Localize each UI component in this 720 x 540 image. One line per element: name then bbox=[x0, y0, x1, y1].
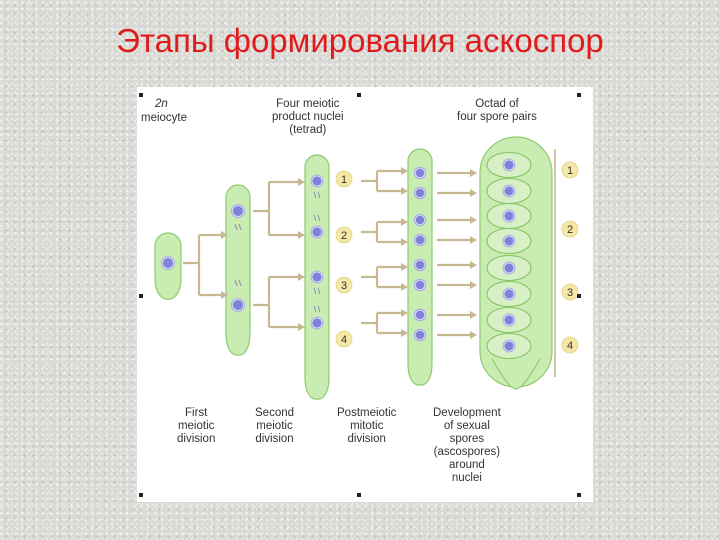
octad-number-badge-circle bbox=[561, 220, 579, 238]
nucleus-core bbox=[415, 188, 425, 198]
arrow-head bbox=[298, 178, 305, 186]
nucleus-core bbox=[504, 211, 514, 221]
tetrad-label: Four meiotic product nuclei (tetrad) bbox=[272, 98, 344, 136]
arrow-head bbox=[401, 263, 408, 271]
octad-label: Octad of four spore pairs bbox=[457, 98, 537, 123]
nucleus-core bbox=[504, 236, 514, 246]
chromosome-mark bbox=[234, 223, 242, 231]
nucleus-core bbox=[415, 310, 425, 320]
arrow-head bbox=[470, 331, 477, 339]
second-division-arrows-top bbox=[253, 180, 298, 237]
arrow-head bbox=[401, 187, 408, 195]
arrow-head bbox=[470, 189, 477, 197]
octad-number-badge: 2 bbox=[567, 224, 573, 236]
first-division-arrows bbox=[183, 233, 221, 297]
arrow-head bbox=[401, 283, 408, 291]
postmeiotic-arrows-1 bbox=[361, 169, 401, 193]
nucleus-core bbox=[233, 300, 243, 310]
second-meiotic-division-label: Second meiotic division bbox=[255, 407, 295, 445]
corner-marker bbox=[357, 493, 361, 497]
first-meiotic-division-label: First meiotic division bbox=[177, 407, 216, 445]
octad-number-badge-circle bbox=[561, 283, 579, 301]
nucleus-core bbox=[415, 215, 425, 225]
arrow-head bbox=[401, 218, 408, 226]
postmeiotic-arrows-4 bbox=[361, 311, 401, 335]
arrow-head bbox=[298, 323, 305, 331]
octad-number-badge-circle bbox=[561, 336, 579, 354]
arrow-head bbox=[470, 261, 477, 269]
chromosome-mark bbox=[234, 279, 242, 287]
ascospore-formation-diagram: 1 2 3 4 1 2 3 4 2n meiocyte Four meiotic produc… bbox=[137, 87, 593, 502]
arrows-layer bbox=[183, 149, 556, 377]
postmeiotic-mitotic-division-label: Postmeiotic mitotic division bbox=[337, 407, 397, 445]
corner-marker bbox=[139, 493, 143, 497]
chromosome-mark bbox=[313, 214, 321, 222]
tetrad-number-badge: 2 bbox=[341, 230, 347, 242]
nucleus-core bbox=[312, 318, 322, 328]
corner-marker bbox=[139, 93, 143, 97]
second-division-arrows-bottom bbox=[253, 275, 298, 329]
nucleus-core bbox=[504, 186, 514, 196]
tetrad-number-badge-circle bbox=[335, 226, 353, 244]
chromosome-mark bbox=[313, 287, 321, 295]
corner-marker bbox=[577, 493, 581, 497]
nucleus-core bbox=[504, 315, 514, 325]
tetrad-number-badge-circle bbox=[335, 276, 353, 294]
arrow-head bbox=[298, 231, 305, 239]
chromosome-mark bbox=[313, 191, 321, 199]
nucleus-core bbox=[504, 341, 514, 351]
slide-title: Этапы формирования аскоспор bbox=[116, 22, 604, 59]
nucleus-core bbox=[312, 227, 322, 237]
nucleus-core bbox=[504, 289, 514, 299]
arrow-head bbox=[401, 329, 408, 337]
arrow-head bbox=[470, 169, 477, 177]
tetrad-number-badge-circle bbox=[335, 170, 353, 188]
arrow-head bbox=[401, 309, 408, 317]
chromosome-mark bbox=[313, 305, 321, 313]
sexual-spore-development-label: Development of sexual spores (ascospores… bbox=[433, 407, 501, 484]
arrow-head bbox=[298, 273, 305, 281]
corner-marker bbox=[357, 93, 361, 97]
arrow-head bbox=[221, 291, 228, 299]
first-division-cell bbox=[225, 184, 251, 356]
nucleus-core bbox=[233, 206, 243, 216]
tetrad-number-badge: 1 bbox=[341, 174, 347, 186]
nucleus-core bbox=[415, 260, 425, 270]
arrow-head bbox=[470, 311, 477, 319]
nucleus-core bbox=[312, 272, 322, 282]
corner-marker bbox=[139, 294, 143, 298]
cells-layer bbox=[154, 136, 553, 400]
nucleus-core bbox=[504, 263, 514, 273]
meiocyte-label: meiocyte bbox=[141, 112, 188, 124]
arrow-head bbox=[470, 281, 477, 289]
arrow-head bbox=[221, 231, 228, 239]
tetrad-number-badge: 3 bbox=[341, 280, 347, 292]
arrow-head bbox=[470, 216, 477, 224]
corner-marker bbox=[577, 294, 581, 298]
nucleus-core bbox=[415, 280, 425, 290]
badges-layer: 1 2 3 4 1 2 3 4 bbox=[335, 161, 579, 354]
arrow-head bbox=[401, 167, 408, 175]
tetrad-number-badge: 4 bbox=[341, 334, 347, 346]
nucleus-core bbox=[504, 160, 514, 170]
meiocyte-ploidy-label: 2n bbox=[155, 98, 168, 110]
diagram-canvas: 1 2 3 4 1 2 3 4 bbox=[154, 136, 579, 400]
postmeiotic-arrows-2 bbox=[361, 220, 401, 244]
corner-marker bbox=[577, 93, 581, 97]
nucleus-core bbox=[415, 168, 425, 178]
octad-number-badge: 4 bbox=[567, 340, 573, 352]
nucleus-core bbox=[312, 176, 322, 186]
tetrad-number-badge-circle bbox=[335, 330, 353, 348]
arrow-head bbox=[470, 236, 477, 244]
arrow-head bbox=[401, 238, 408, 246]
octad-ascus-base bbox=[491, 358, 541, 390]
octad-number-badge-circle bbox=[561, 161, 579, 179]
octad-number-badge: 1 bbox=[567, 165, 573, 177]
nucleus-core bbox=[163, 258, 173, 268]
nucleus-core bbox=[415, 330, 425, 340]
octad-number-badge: 3 bbox=[567, 287, 573, 299]
nucleus-core bbox=[415, 235, 425, 245]
postmeiotic-arrows-3 bbox=[361, 265, 401, 289]
